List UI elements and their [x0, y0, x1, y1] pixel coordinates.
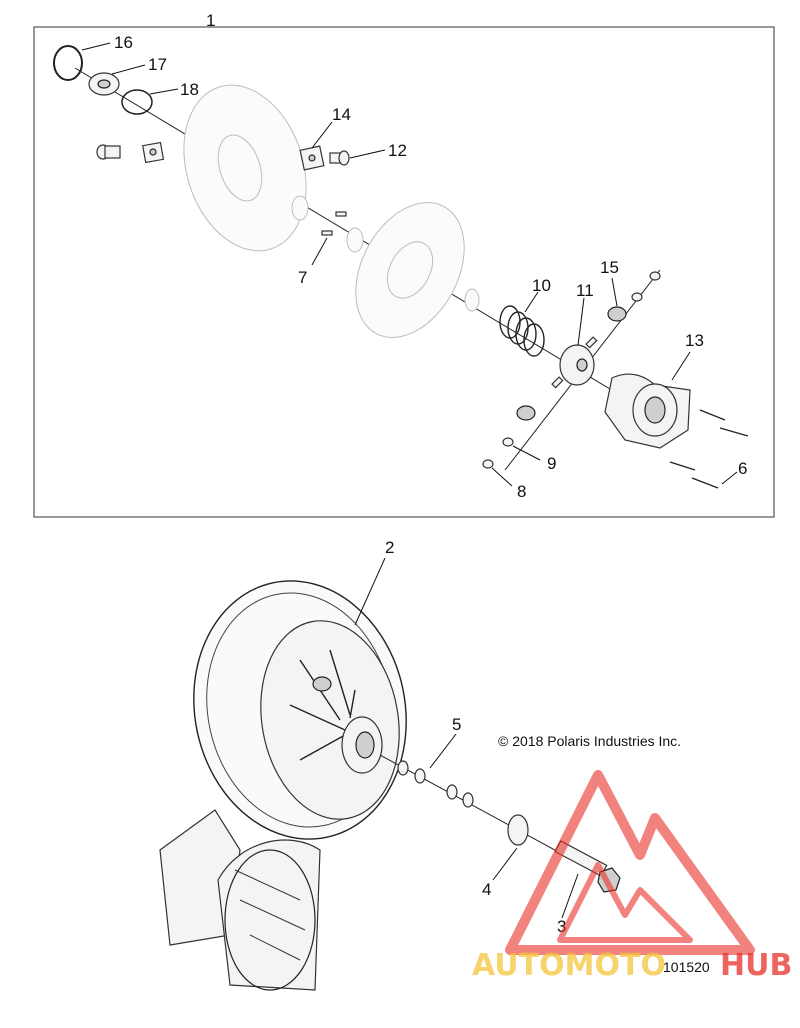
- snap-ring: [53, 45, 83, 81]
- leader-9: [512, 445, 541, 461]
- roller-screw-head: [338, 150, 350, 166]
- bearing-washer-hole: [97, 79, 111, 89]
- moveable-sheave-hub: [386, 241, 434, 299]
- leader-5: [429, 733, 457, 769]
- callout-9: 9: [547, 454, 556, 473]
- seal-ring: [121, 89, 153, 115]
- callout-18: 18: [180, 80, 199, 99]
- button-body: [104, 145, 121, 159]
- watermark-text-automoto: AUTOMOTO: [472, 948, 666, 983]
- spider-hub-arm-bottom: [551, 376, 564, 389]
- driven-cover: [604, 373, 691, 449]
- callout-2: 2: [385, 538, 394, 557]
- large-flat-washer: [507, 814, 529, 846]
- callout-14: 14: [332, 105, 351, 124]
- callout-11: 11: [576, 281, 594, 300]
- callout-7: 7: [298, 268, 307, 287]
- leader-13: [671, 351, 691, 381]
- leader-18: [149, 88, 179, 95]
- leader-17: [111, 64, 146, 75]
- watermark-text-hub: HUB: [720, 948, 792, 983]
- leader-4: [492, 847, 518, 881]
- thrust-washer-15: [649, 271, 661, 281]
- leader-10: [524, 291, 539, 313]
- spacer-ghost-3: [464, 288, 480, 312]
- dowel-pin-b: [321, 230, 333, 236]
- figure-number: 101520: [663, 959, 710, 975]
- square-nut-left-hole: [149, 148, 157, 156]
- leader-16: [81, 42, 111, 51]
- callout-13: 13: [685, 331, 704, 350]
- dowel-pin-a: [335, 211, 347, 217]
- leader-2: [354, 557, 386, 626]
- roller-block-hole: [308, 154, 316, 162]
- callout-1: 1: [206, 11, 215, 30]
- thrust-washer-8: [482, 459, 494, 469]
- leader-15: [611, 277, 618, 307]
- leader-11: [577, 297, 585, 346]
- stationary-sheave-hub: [217, 134, 263, 202]
- spider-hub-bore: [576, 358, 588, 372]
- roller-lower: [516, 405, 536, 421]
- shim-washers: [397, 760, 474, 808]
- thrust-washer-9: [502, 437, 514, 447]
- driven-clutch-assembly: [159, 580, 407, 991]
- cover-screws: [669, 409, 749, 489]
- roller-upper: [607, 306, 627, 322]
- callout-5: 5: [452, 715, 461, 734]
- watermark-logo: [505, 770, 755, 955]
- callout-4: 4: [482, 880, 491, 899]
- callout-8: 8: [517, 482, 526, 501]
- callout-16: 16: [114, 33, 133, 52]
- callout-10: 10: [532, 276, 551, 295]
- callout-6: 6: [738, 459, 747, 478]
- thrust-washer-top: [631, 292, 643, 302]
- spider-hub-arm-top: [585, 336, 598, 349]
- leader-8: [491, 467, 513, 487]
- exploded-axis-upper: [74, 67, 621, 396]
- callout-12: 12: [388, 141, 407, 160]
- callout-3: 3: [557, 917, 566, 936]
- compression-spring: [499, 305, 545, 357]
- spacer-ghost: [291, 195, 309, 221]
- callout-15: 15: [600, 258, 619, 277]
- callout-17: 17: [148, 55, 167, 74]
- assembly-frame: [33, 26, 775, 518]
- copyright-notice: © 2018 Polaris Industries Inc.: [498, 733, 681, 749]
- leader-7: [311, 237, 328, 266]
- leader-12: [349, 149, 386, 159]
- spacer-ghost-2: [346, 227, 364, 253]
- leader-3: [561, 873, 579, 919]
- leader-6: [721, 471, 738, 485]
- leader-14: [311, 121, 333, 149]
